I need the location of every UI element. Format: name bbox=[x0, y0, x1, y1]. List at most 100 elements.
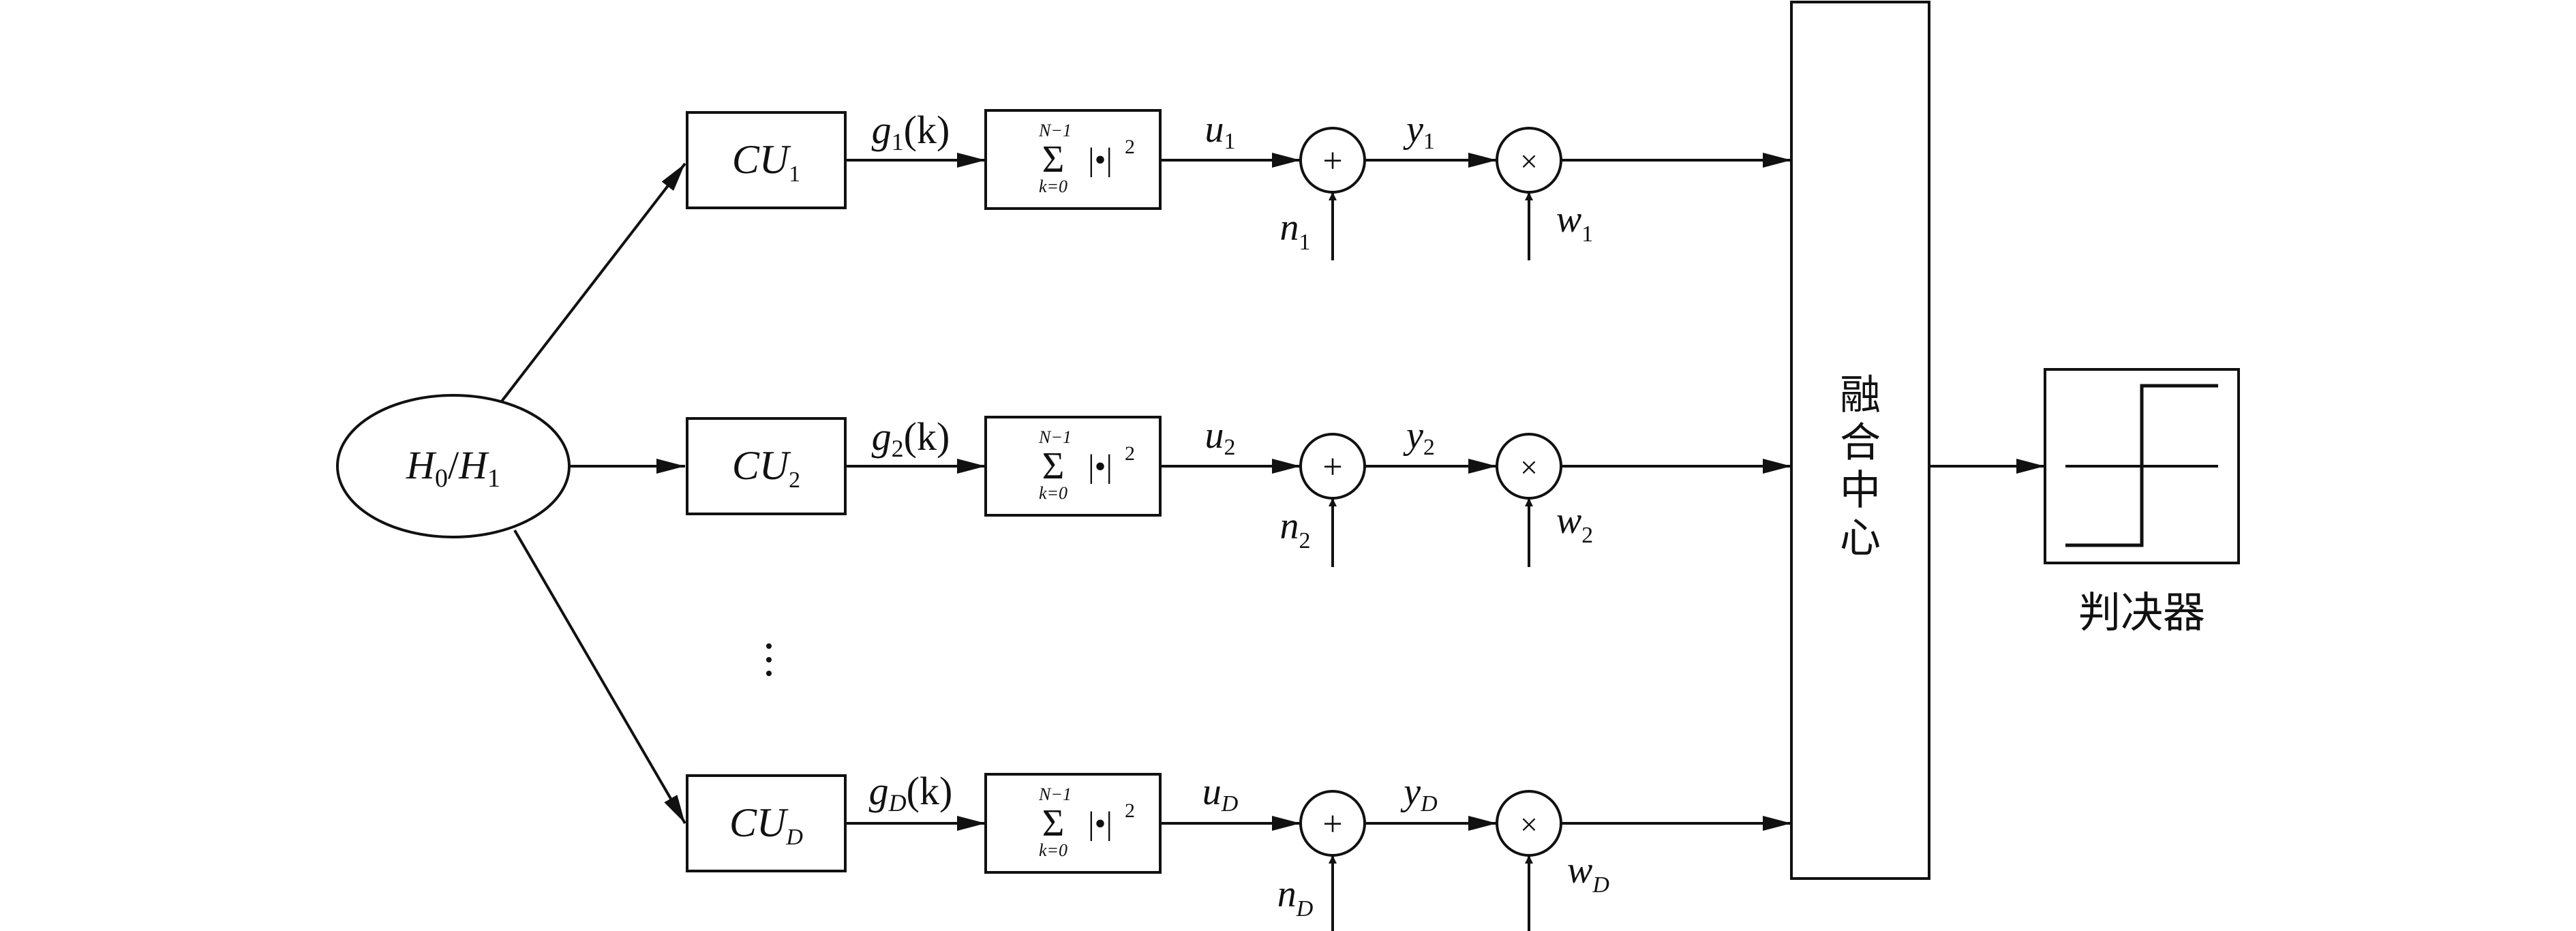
h0-symbol: H bbox=[406, 443, 437, 487]
svg-text:wD: wD bbox=[1567, 849, 1609, 898]
sum-sigma-D: Σ bbox=[1042, 802, 1065, 844]
svg-text:yD: yD bbox=[1400, 771, 1438, 816]
cu-subscript-D: D bbox=[785, 825, 803, 850]
svg-text:n2: n2 bbox=[1280, 505, 1311, 553]
fusion-char-4: 心 bbox=[1840, 516, 1881, 561]
source-slash: / bbox=[448, 443, 459, 487]
sum-upper-D: N−1 bbox=[1038, 784, 1072, 804]
y-subscript-2: 2 bbox=[1423, 435, 1435, 460]
cu-label-1: CU bbox=[732, 137, 791, 182]
svg-text:gD(k): gD(k) bbox=[869, 769, 953, 816]
svg-text:CU2: CU2 bbox=[732, 443, 800, 493]
u-label-2: u bbox=[1205, 414, 1224, 457]
cu-subscript-1: 1 bbox=[789, 162, 800, 187]
w-subscript-2: 2 bbox=[1581, 523, 1593, 548]
n-subscript-2: 2 bbox=[1299, 528, 1311, 553]
y-label-2: y bbox=[1403, 414, 1423, 457]
sum-sigma-1: Σ bbox=[1042, 138, 1065, 181]
cu-subscript-2: 2 bbox=[789, 468, 800, 493]
g-subscript-1: 1 bbox=[892, 128, 904, 155]
u-subscript-D: D bbox=[1221, 791, 1239, 816]
svg-text:n1: n1 bbox=[1280, 207, 1311, 255]
h1-symbol: H bbox=[458, 443, 489, 487]
w-subscript-D: D bbox=[1592, 872, 1609, 898]
svg-text:y2: y2 bbox=[1403, 414, 1435, 460]
u-label-1: u bbox=[1205, 108, 1224, 151]
h0-subscript: 0 bbox=[435, 464, 448, 493]
adder-symbol-1: + bbox=[1322, 142, 1342, 181]
y-label-1: y bbox=[1403, 108, 1423, 151]
sum-body-D: |•| bbox=[1088, 806, 1112, 842]
g-subscript-2: 2 bbox=[892, 435, 904, 462]
svg-text:g1(k): g1(k) bbox=[872, 108, 950, 155]
cu-box-2 bbox=[686, 417, 847, 515]
summation-box-D bbox=[984, 773, 1162, 874]
decision-device: 判决器 bbox=[2044, 368, 2240, 637]
g-argument-2: (k) bbox=[904, 414, 950, 459]
svg-text:y1: y1 bbox=[1403, 108, 1435, 154]
svg-text:g2(k): g2(k) bbox=[872, 414, 950, 462]
sum-sigma-2: Σ bbox=[1042, 445, 1065, 487]
svg-text:u2: u2 bbox=[1205, 414, 1236, 460]
summation-box-1 bbox=[984, 109, 1162, 210]
n-label-2: n bbox=[1280, 505, 1299, 547]
u-subscript-1: 1 bbox=[1224, 129, 1236, 154]
y-subscript-D: D bbox=[1420, 791, 1438, 816]
svg-text:uD: uD bbox=[1202, 771, 1239, 816]
step-function-icon bbox=[2065, 384, 2218, 547]
multiplier-symbol-1: × bbox=[1520, 144, 1538, 179]
branch-1: CU1 g1(k) N−1 Σ k=0 |•| 2 u1 + n1 y1 × w… bbox=[686, 108, 1791, 260]
sum-power-2: 2 bbox=[1125, 442, 1135, 465]
sum-lower-D: k=0 bbox=[1039, 840, 1067, 860]
sum-lower-2: k=0 bbox=[1039, 483, 1067, 503]
branch-D: CUD gD(k) N−1 Σ k=0 |•| 2 uD + nD yD × w… bbox=[686, 769, 1791, 931]
w-label-1: w bbox=[1556, 198, 1581, 241]
svg-text:nD: nD bbox=[1277, 873, 1314, 921]
fusion-char-3: 中 bbox=[1840, 468, 1881, 513]
y-label-D: y bbox=[1400, 771, 1421, 813]
y-subscript-1: 1 bbox=[1423, 129, 1435, 154]
h1-subscript: 1 bbox=[487, 464, 500, 493]
svg-text:w2: w2 bbox=[1556, 500, 1593, 548]
sum-body-2: |•| bbox=[1088, 448, 1112, 485]
g-label-2: g bbox=[872, 414, 892, 459]
adder-symbol-D: + bbox=[1322, 805, 1342, 844]
sum-power-D: 2 bbox=[1125, 799, 1135, 822]
summation-box-2 bbox=[984, 416, 1162, 517]
arrow-source-to-cu1 bbox=[500, 162, 686, 403]
sum-upper-2: N−1 bbox=[1038, 427, 1072, 447]
n-subscript-1: 1 bbox=[1299, 230, 1311, 255]
n-subscript-D: D bbox=[1296, 896, 1314, 921]
decision-label: 判决器 bbox=[2078, 590, 2205, 637]
sum-lower-1: k=0 bbox=[1039, 177, 1067, 196]
svg-text:H0/H1: H0/H1 bbox=[406, 443, 500, 493]
w-label-2: w bbox=[1556, 500, 1581, 542]
source-node: H0/H1 bbox=[336, 394, 571, 538]
g-argument-D: (k) bbox=[907, 769, 953, 813]
sum-upper-1: N−1 bbox=[1038, 121, 1072, 140]
svg-text:CU1: CU1 bbox=[732, 137, 800, 187]
cu-box-1 bbox=[686, 111, 847, 209]
w-subscript-1: 1 bbox=[1581, 222, 1593, 247]
g-subscript-D: D bbox=[888, 789, 907, 816]
multiplier-symbol-2: × bbox=[1520, 450, 1538, 485]
w-label-D: w bbox=[1567, 849, 1592, 891]
svg-text:w1: w1 bbox=[1556, 198, 1593, 247]
g-argument-1: (k) bbox=[904, 108, 950, 152]
fusion-center-box bbox=[1790, 1, 1930, 880]
sum-power-1: 2 bbox=[1125, 136, 1135, 158]
g-label-D: g bbox=[869, 769, 889, 813]
ellipsis bbox=[766, 643, 772, 676]
u-subscript-2: 2 bbox=[1224, 435, 1236, 460]
fusion-char-1: 融 bbox=[1840, 373, 1881, 418]
g-label-1: g bbox=[872, 108, 892, 152]
fusion-char-2: 合 bbox=[1840, 421, 1881, 466]
multiplier-symbol-D: × bbox=[1520, 807, 1538, 842]
fusion-center: 融 合 中 心 bbox=[1790, 1, 1930, 880]
svg-text:CUD: CUD bbox=[729, 800, 803, 850]
sum-body-1: |•| bbox=[1088, 142, 1112, 178]
cu-label-D: CU bbox=[729, 800, 789, 845]
cu-label-2: CU bbox=[732, 443, 791, 488]
branch-2: CU2 g2(k) N−1 Σ k=0 |•| 2 u2 + n2 y2 × w… bbox=[686, 414, 1791, 567]
